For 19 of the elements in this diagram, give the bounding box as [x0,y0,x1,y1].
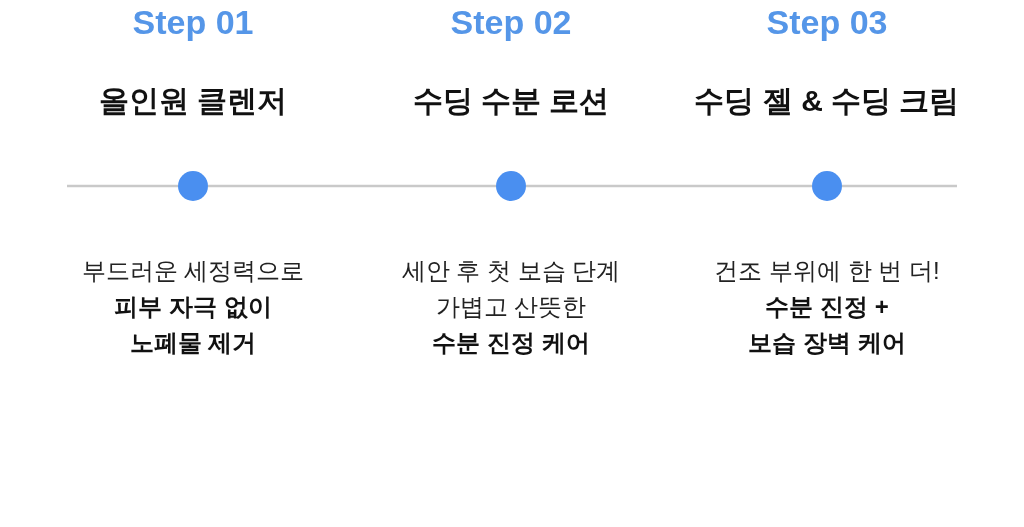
step-description: 건조 부위에 한 번 더! [713,256,941,286]
step-highlight: 피부 자극 없이 노폐물 제거 [113,292,273,358]
timeline-line [842,184,957,188]
step-title: 올인원 클렌저 [97,83,289,119]
step-description: 세안 후 첫 보습 단계 가볍고 산뜻한 [400,256,622,322]
timeline-line [67,184,178,188]
step-description: 부드러운 세정력으로 [80,256,306,286]
step-highlight: 수분 진정 + 보습 장벽 케어 [747,292,907,358]
step-title: 수딩 수분 로션 [411,83,611,119]
timeline-dot [178,171,208,201]
timeline-dot [496,171,526,201]
step-highlight: 수분 진정 케어 [431,328,591,358]
step-title: 수딩 젤 & 수딩 크림 [693,83,961,119]
timeline-dot [812,171,842,201]
step-label: Step 01 [131,2,255,42]
timeline-line [526,184,812,188]
timeline-line [208,184,496,188]
step-label: Step 03 [765,2,889,42]
step-label: Step 02 [449,2,573,42]
